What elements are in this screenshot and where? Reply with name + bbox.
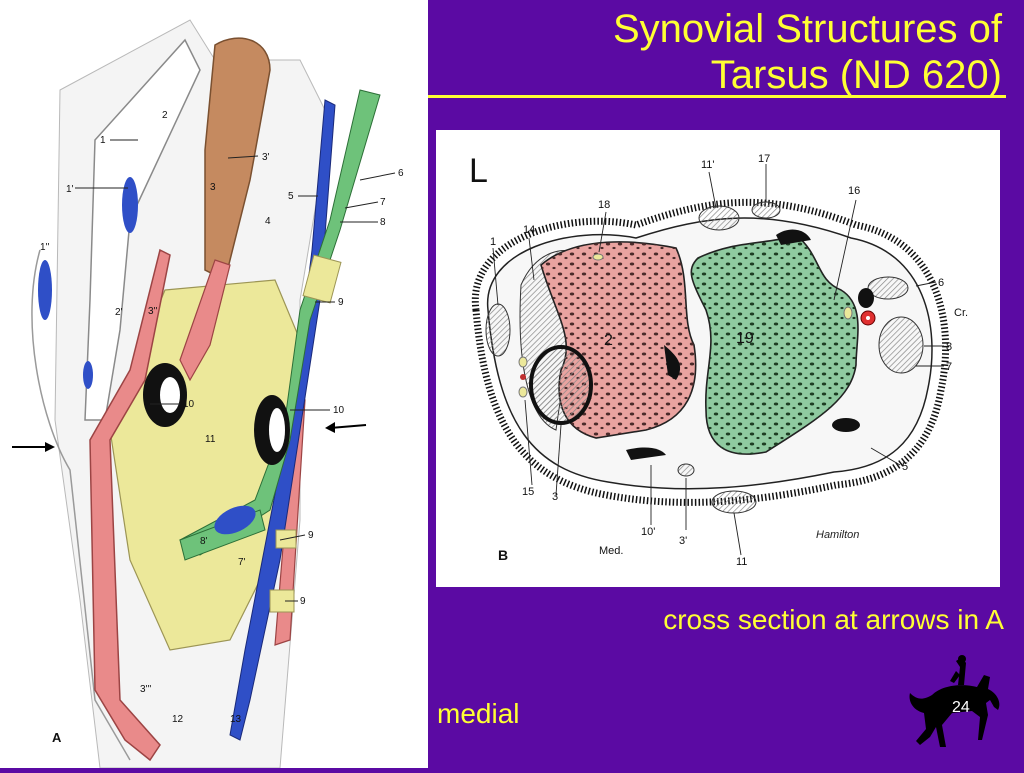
slide-number: 24 (952, 699, 970, 716)
fig-b-label-11: 11 (736, 556, 747, 568)
fig-b-label-14: 14 (523, 224, 535, 236)
fig-a-label-12: 12 (172, 714, 184, 725)
fig-b-label-16: 16 (848, 185, 860, 197)
fig-b-label-1: 1 (490, 236, 496, 248)
figure-caption: cross section at arrows in A (663, 604, 1004, 635)
fig-a-label-13: 13 (230, 714, 242, 725)
fig-b-label-18: 18 (598, 199, 610, 211)
fig-a-label-3pp: 3'' (148, 306, 157, 317)
fig-a-label-2: 2 (162, 110, 168, 121)
fig-a-label-3: 3 (210, 182, 216, 193)
fig-b-label-med: Med. (599, 545, 623, 557)
fig-a-label-8p: 8' (200, 536, 208, 547)
fig-b-corner-label: L (469, 152, 488, 190)
fig-b-label-7: 7 (946, 361, 952, 373)
fig-b-label-6: 6 (938, 277, 944, 289)
fig-a-label-10b: 10 (333, 405, 345, 416)
figure-b-cross-section: L 1 14 18 11' 17 16 6 8 7 5 15 3 10' 3' … (436, 130, 1000, 587)
fig-b-panel-label: B (498, 547, 508, 563)
fig-b-label-5: 5 (902, 461, 908, 473)
fig-a-label-1p: 1' (66, 184, 74, 195)
fig-a-label-1pp: 1'' (40, 242, 49, 253)
fig-a-panel-label: A (52, 730, 62, 745)
figure-a-lateral-view: 1 2 1' 1'' 2' 3' 3 3'' 3''' 4 5 6 7 8 9 … (0, 0, 428, 769)
fig-a-label-3p: 3' (262, 152, 270, 163)
slide-title: Synovial Structures of Tarsus (ND 620) (613, 6, 1002, 98)
fig-a-label-1: 1 (100, 135, 106, 146)
fig-b-label-8: 8 (946, 341, 952, 353)
fig-a-label-9a: 9 (338, 297, 344, 308)
fig-a-label-7p: 7' (238, 557, 246, 568)
fig-a-label-4: 4 (265, 216, 271, 227)
fig-a-label-7: 7 (380, 197, 386, 208)
fig-b-label-3p: 3' (679, 535, 687, 547)
fig-b-bone-2-label: 2 (604, 332, 613, 349)
fig-b-label-cr: Cr. (954, 307, 968, 319)
fig-b-bone-19-label: 19 (736, 330, 754, 347)
fig-b-label-3: 3 (552, 491, 558, 503)
fig-a-label-9b: 9 (308, 530, 314, 541)
title-underline (428, 95, 1006, 98)
horse-rider-icon (909, 655, 1000, 747)
figure-a-drawing (12, 19, 396, 769)
fig-a-label-3ppp: 3''' (140, 684, 151, 695)
fig-a-label-8: 8 (380, 217, 386, 228)
fig-b-signature: Hamilton (816, 529, 859, 541)
fig-a-label-6: 6 (398, 168, 404, 179)
fig-a-label-5: 5 (288, 191, 294, 202)
fig-b-label-10p: 10' (641, 526, 655, 538)
figure-b-labels: L 1 14 18 11' 17 16 6 8 7 5 15 3 10' 3' … (469, 152, 968, 568)
title-line-2: Tarsus (ND 620) (710, 53, 1002, 97)
title-line-1: Synovial Structures of (612, 7, 1002, 51)
figure-b-drawing (471, 164, 950, 556)
medial-label: medial (437, 698, 520, 729)
fig-b-label-11p: 11' (701, 159, 715, 171)
fig-b-label-17: 17 (758, 153, 770, 165)
fig-b-label-15: 15 (522, 486, 534, 498)
figure-a-labels: 1 2 1' 1'' 2' 3' 3 3'' 3''' 4 5 6 7 8 9 … (40, 110, 404, 745)
fig-a-label-9c: 9 (300, 596, 306, 607)
fig-a-label-10a: 10 (183, 399, 195, 410)
fig-a-label-11: 11 (205, 434, 216, 445)
fig-a-label-2p: 2' (115, 307, 123, 318)
